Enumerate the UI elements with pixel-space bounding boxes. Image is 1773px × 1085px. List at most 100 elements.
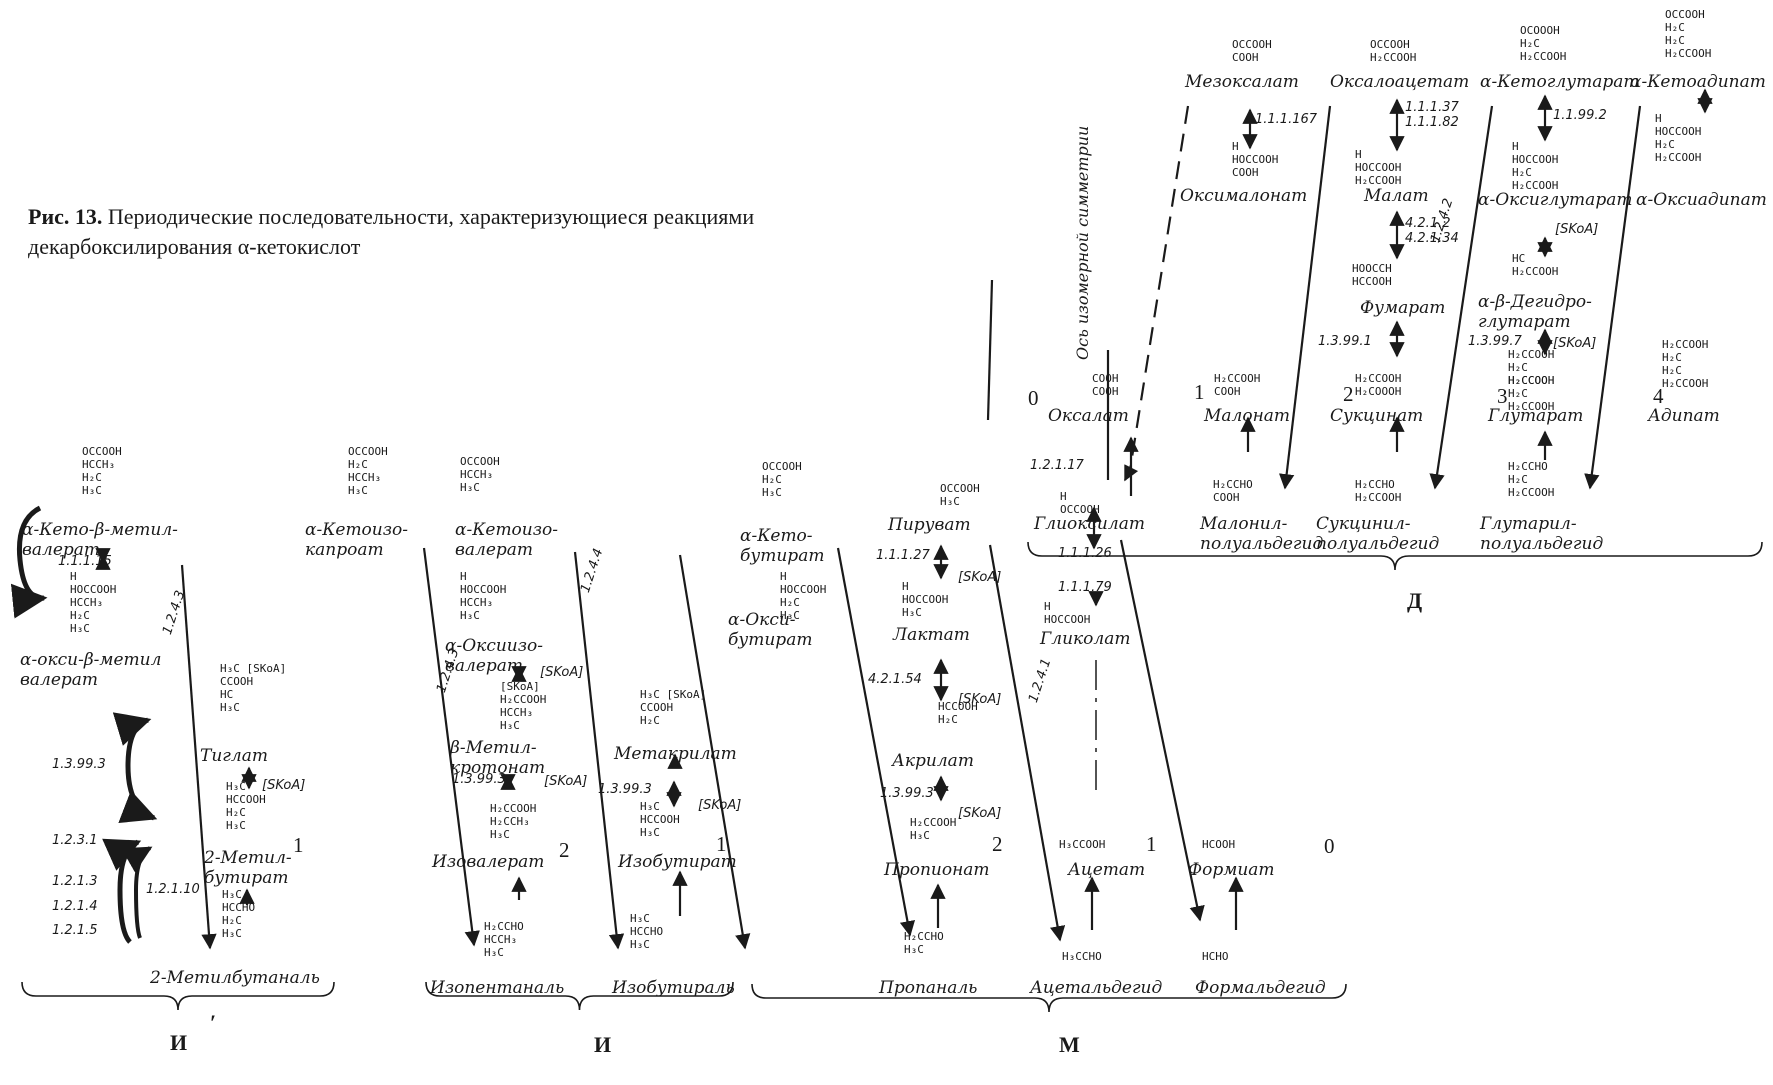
compound-name-glutarate: Глутарат (1488, 406, 1584, 426)
period-number: 0 (1324, 834, 1335, 858)
enzyme-code: 4.2.1.54 (868, 672, 922, 687)
compound-name-oxymalonate: Оксималонат (1180, 186, 1308, 206)
group-label-i-prime-mark: ′ (210, 1010, 217, 1035)
compound-name-isobutyrate: Изобутират (618, 852, 737, 872)
compound-name-fumarate: Фумарат (1360, 298, 1446, 318)
symmetry-axis-label: Ось изомерной симметрии (1073, 125, 1092, 360)
period-number: 0 (1028, 386, 1039, 410)
compound-name-lactate: Лактат (893, 625, 970, 645)
enzyme-code: 1.2.1.4 (52, 899, 98, 914)
reaction-arrow (573, 551, 625, 950)
period-number: 1 (293, 833, 304, 857)
compound-name-mesoxalate: Мезоксалат (1185, 72, 1299, 92)
compound-name-methylbutanal: 2-Метилбутаналь (150, 968, 320, 988)
enzyme-code: 1.3.99.3 (880, 786, 934, 801)
enzyme-code: [SKoA] (1555, 222, 1599, 237)
compound-name-adipate: Адипат (1648, 406, 1720, 426)
enzyme-code: [SKoA] (958, 692, 1002, 707)
compound-name-formiate: Формиат (1188, 860, 1275, 880)
period-number: 1 (1146, 832, 1157, 856)
brace-i (425, 981, 734, 1011)
structural-formula: HCHO (1202, 950, 1229, 963)
compound-name-a-oxyisovalerate: α-Оксиизо-валерат (445, 636, 543, 676)
compound-name-succinate: Сукцинат (1330, 406, 1424, 426)
compound-name-a-ketoisovalerate: α-Кетоизо-валерат (455, 520, 558, 560)
caption-text: Периодические последовательности, характ… (28, 204, 755, 259)
symmetry-axis (986, 279, 994, 421)
compound-name-tiglate: Тиглат (200, 746, 268, 766)
curved-arrow (121, 846, 153, 939)
enzyme-code: 1.3.99.7 (1468, 334, 1522, 349)
compound-name-methylbutyrate: 2-Метил-бутират (204, 848, 292, 888)
compound-name-b-methylcrotonate: β-Метил-кротонат (450, 738, 546, 778)
reaction-arrow (180, 564, 217, 950)
compound-name-oxaloacetate: Оксалоацетат (1330, 72, 1470, 92)
compound-name-acetate: Ацетат (1068, 860, 1146, 880)
curved-arrow (10, 505, 48, 619)
reaction-arrow (678, 554, 751, 950)
compound-name-a-oxyadipate: α-Оксиадипат (1636, 190, 1767, 210)
compound-name-propionate: Пропионат (884, 860, 990, 880)
compound-name-methacrylate: Метакрилат (614, 744, 737, 764)
period-number: 1 (716, 832, 727, 856)
compound-name-succinyl-semialdehyde: Сукцинил-полуальдегид (1316, 514, 1440, 554)
enzyme-code: [SKoA] (1553, 336, 1597, 351)
enzyme-code: 1.1.1.79 (1058, 580, 1112, 595)
compound-name-glyoxylate: Глиоксилат (1034, 514, 1145, 534)
compound-name-propanal: Пропаналь (879, 978, 978, 998)
enzyme-code: 1.3.99.3 (598, 782, 652, 797)
reaction-arrow (988, 544, 1066, 942)
compound-name-acetaldehyde: Ацетальдегид (1030, 978, 1163, 998)
enzyme-code: 1.1.1.167 (1255, 112, 1318, 127)
compound-name-pyruvate: Пируват (888, 515, 971, 535)
enzyme-code: [SKoA] (958, 806, 1002, 821)
period-number: 4 (1653, 384, 1664, 408)
structural-formula: H₃CCOOH (1059, 838, 1106, 851)
enzyme-code: 1.3.99.3 (452, 772, 506, 787)
enzyme-code: 1.1.1.26 (1058, 546, 1112, 561)
enzyme-code: 1.2.1.17 (1030, 458, 1084, 473)
compound-name-a-keto-b-methylvalerate: α-Кето-β-метил-валерат (22, 520, 178, 560)
compound-name-malonyl-semialdehyde: Малонил-полуальдегид (1200, 514, 1324, 554)
dashed-arrow (1128, 105, 1190, 471)
structural-formula: HCOOH (1202, 838, 1236, 851)
curved-arrow (112, 712, 158, 824)
brace-d (1027, 541, 1763, 571)
compound-name-a-oxyglutarate: α-Оксиглутарат (1478, 190, 1633, 210)
reaction-arrow (1119, 539, 1205, 922)
enzyme-code: [SKoA] (544, 774, 588, 789)
